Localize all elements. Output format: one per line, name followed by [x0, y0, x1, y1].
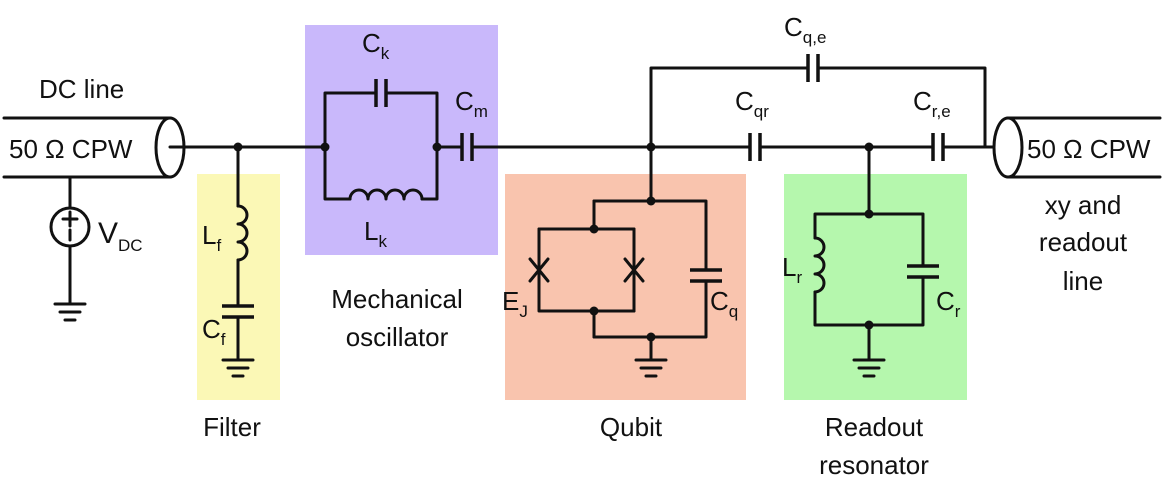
readout-resonator-circuit	[813, 142, 939, 378]
label-cre: Cr,e	[913, 86, 951, 121]
xy-line-label-1: xy and	[1045, 190, 1122, 220]
mechanical-label-2: oscillator	[346, 322, 449, 352]
capacitor-cqr	[748, 133, 762, 161]
label-lf: Lf	[202, 220, 221, 255]
mechanical-block	[305, 25, 498, 255]
readout-block	[784, 174, 967, 400]
label-cr: Cr	[936, 286, 961, 321]
qubit-circuit	[528, 142, 722, 378]
xy-line-label-2: readout	[1039, 227, 1128, 257]
readout-label-2: resonator	[819, 450, 929, 480]
label-cq: Cq	[710, 286, 738, 321]
mechanical-oscillator	[320, 79, 442, 201]
cpw-left-label: 50 Ω CPW	[9, 134, 133, 164]
cpw-right-label: 50 Ω CPW	[1027, 134, 1151, 164]
label-lr: Lr	[782, 252, 802, 287]
capacitor-cm	[460, 133, 474, 161]
dc-line-label: DC line	[39, 74, 124, 104]
filter-label: Filter	[203, 412, 261, 442]
label-lk: Lk	[364, 216, 387, 251]
capacitor-cqe	[649, 54, 987, 149]
dc-source	[49, 175, 91, 322]
label-cqr: Cqr	[735, 86, 769, 121]
filter-circuit	[221, 142, 255, 378]
mechanical-label-1: Mechanical	[331, 284, 463, 314]
label-cm: Cm	[455, 86, 488, 121]
readout-label-1: Readout	[825, 412, 924, 442]
cpw-left-cable	[2, 116, 186, 179]
xy-line-label-3: line	[1063, 266, 1103, 296]
label-ej: EJ	[502, 286, 528, 321]
label-cqe: Cq,e	[784, 12, 826, 47]
label-ck: Ck	[362, 28, 390, 63]
label-cf: Cf	[202, 314, 226, 349]
capacitor-cre	[931, 133, 945, 161]
label-vdc: VDC	[98, 217, 143, 255]
qubit-label: Qubit	[600, 412, 663, 442]
